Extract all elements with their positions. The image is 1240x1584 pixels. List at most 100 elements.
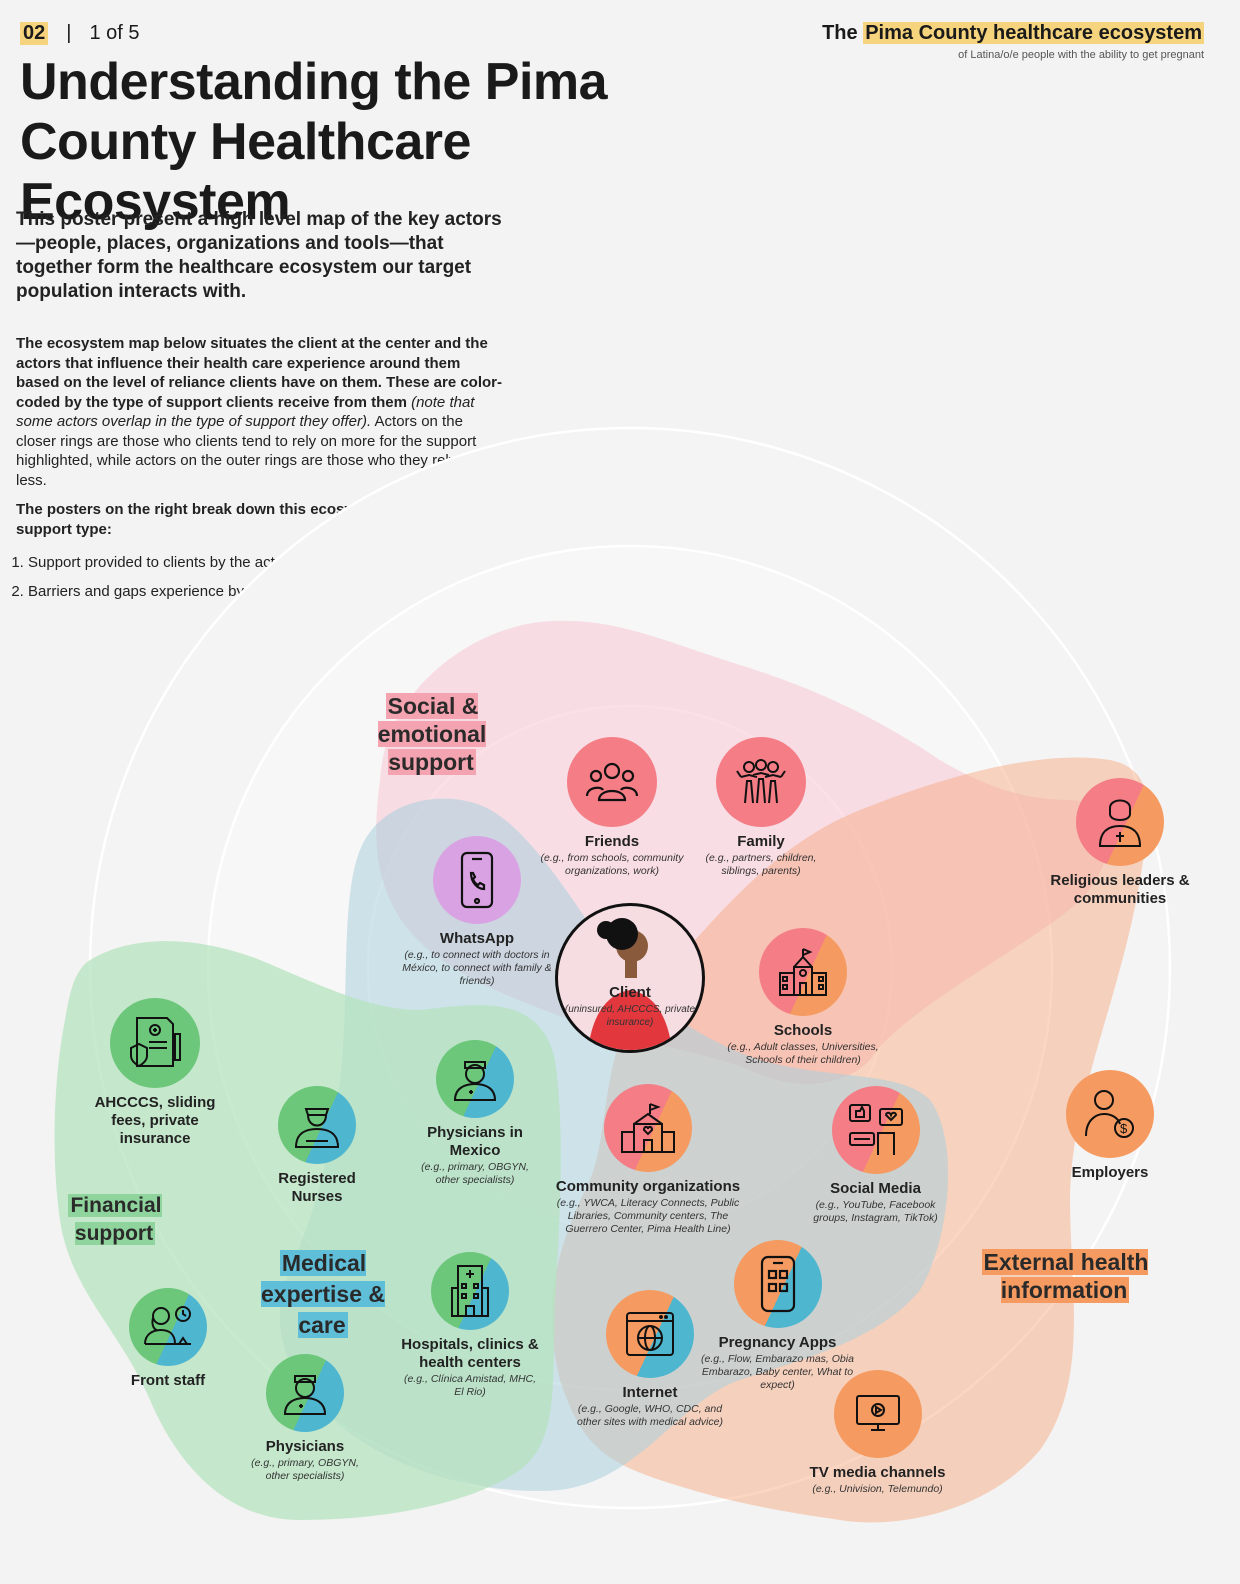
social-media-icon bbox=[848, 1104, 903, 1155]
category-external-label: External health information bbox=[981, 1249, 1149, 1303]
ahcccs-circle bbox=[110, 998, 200, 1088]
svg-text:$: $ bbox=[1120, 1121, 1128, 1136]
social-media-circle bbox=[831, 1086, 920, 1174]
actor-friends: Friends (e.g., from schools, community o… bbox=[537, 737, 687, 878]
client-node: Client (uninsured, AHCCCS, private insur… bbox=[555, 903, 705, 1059]
physicians-mx-name: Physicians in Mexico bbox=[427, 1124, 523, 1159]
page-of: 1 of 5 bbox=[89, 22, 140, 44]
actor-ahcccs: AHCCCS, sliding fees, private insurance bbox=[90, 998, 220, 1148]
category-medical: Medical expertise & care bbox=[234, 1248, 412, 1341]
category-social-label: Social & emotional support bbox=[377, 693, 487, 775]
family-detail: (e.g., partners, children, siblings, par… bbox=[705, 852, 817, 877]
actor-religious: Religious leaders & communities bbox=[1040, 778, 1200, 908]
friends-name: Friends bbox=[584, 833, 640, 850]
body-bold: The ecosystem map below situates the cli… bbox=[16, 335, 502, 411]
family-circle bbox=[716, 737, 806, 827]
series-title: The Pima County healthcare ecosystem of … bbox=[822, 22, 1204, 61]
category-social: Social & emotional support bbox=[372, 692, 492, 776]
family-icon bbox=[736, 759, 786, 804]
internet-circle bbox=[606, 1290, 694, 1378]
priest-icon bbox=[1098, 799, 1142, 847]
insurance-document-icon bbox=[130, 1017, 181, 1068]
front-staff-circle bbox=[129, 1288, 207, 1366]
social-media-name: Social Media bbox=[830, 1180, 921, 1197]
hospitals-detail: (e.g., Clínica Amistad, MHC, El Rio) bbox=[403, 1373, 537, 1398]
ahcccs-name: AHCCCS, sliding fees, private insurance bbox=[94, 1094, 216, 1147]
series-title-prefix: The bbox=[822, 22, 858, 44]
page-title: Understanding the Pima County Healthcare… bbox=[20, 53, 608, 231]
actor-physicians-mx: Physicians in Mexico (e.g., primary, OBG… bbox=[410, 1040, 540, 1187]
client-circle: Client (uninsured, AHCCCS, private insur… bbox=[555, 903, 705, 1053]
phone-icon bbox=[460, 851, 494, 909]
body-plain: Actors on the closer rings are those who… bbox=[16, 413, 478, 489]
globe-browser-icon bbox=[626, 1312, 674, 1356]
client-name: Client bbox=[609, 984, 651, 1001]
whatsapp-detail: (e.g., to connect with doctors in México… bbox=[402, 949, 552, 987]
employer-icon: $ bbox=[1085, 1090, 1134, 1138]
tv-circle bbox=[833, 1370, 922, 1458]
physicians-circle bbox=[266, 1354, 344, 1432]
nurses-circle bbox=[278, 1086, 356, 1164]
client-person-icon bbox=[588, 918, 672, 1050]
actor-internet: Internet (e.g., Google, WHO, CDC, and ot… bbox=[575, 1290, 725, 1429]
actor-employers: $ Employers bbox=[1040, 1070, 1180, 1182]
nurse-icon bbox=[294, 1108, 340, 1148]
community-building-icon bbox=[621, 1103, 675, 1153]
employers-circle: $ bbox=[1066, 1070, 1154, 1158]
actor-front-staff: Front staff bbox=[118, 1288, 218, 1390]
whatsapp-name: WhatsApp bbox=[439, 930, 515, 947]
receptionist-icon bbox=[144, 1306, 191, 1345]
page-number: 02 bbox=[20, 22, 49, 45]
separator: | bbox=[66, 22, 72, 44]
doctor-icon bbox=[453, 1061, 497, 1101]
people-group-icon bbox=[585, 762, 639, 802]
category-medical-label: Medical expertise & care bbox=[260, 1250, 385, 1338]
physicians-mx-circle bbox=[436, 1040, 514, 1118]
actor-hospitals: Hospitals, clinics & health centers (e.g… bbox=[400, 1252, 540, 1399]
tv-name: TV media channels bbox=[809, 1464, 946, 1481]
body-italic: (note that some actors overlap in the ty… bbox=[16, 393, 475, 431]
community-name: Community organizations bbox=[555, 1178, 741, 1195]
school-icon bbox=[779, 948, 827, 996]
financial-support-region bbox=[54, 941, 561, 1520]
physicians-mx-detail: (e.g., primary, OBGYN, other specialists… bbox=[421, 1161, 529, 1186]
physicians-detail: (e.g., primary, OBGYN, other specialists… bbox=[251, 1457, 359, 1482]
physicians-name: Physicians bbox=[265, 1438, 345, 1455]
social-media-detail: (e.g., YouTube, Facebook groups, Instagr… bbox=[813, 1199, 938, 1224]
actor-social-media: Social Media (e.g., YouTube, Facebook gr… bbox=[808, 1086, 943, 1225]
family-name: Family bbox=[737, 833, 785, 850]
doctor-icon bbox=[283, 1375, 327, 1415]
actor-whatsapp: WhatsApp (e.g., to connect with doctors … bbox=[402, 836, 552, 988]
internet-detail: (e.g., Google, WHO, CDC, and other sites… bbox=[577, 1403, 723, 1428]
actor-family: Family (e.g., partners, children, siblin… bbox=[686, 737, 836, 878]
intro-paragraph: This poster present a high level map of … bbox=[16, 209, 502, 302]
series-title-highlight: Pima County healthcare ecosystem bbox=[863, 22, 1204, 44]
page-indicator: 02 | 1 of 5 bbox=[20, 22, 140, 45]
actor-physicians: Physicians (e.g., primary, OBGYN, other … bbox=[240, 1354, 370, 1483]
category-external: External health information bbox=[980, 1248, 1150, 1304]
pregnancy-apps-circle bbox=[733, 1240, 822, 1328]
actor-pregnancy-apps: Pregnancy Apps (e.g., Flow, Embarazo mas… bbox=[700, 1240, 855, 1392]
hospitals-name: Hospitals, clinics & health centers bbox=[401, 1336, 539, 1371]
hospitals-circle bbox=[431, 1252, 509, 1330]
schools-detail: (e.g., Adult classes, Universities, Scho… bbox=[727, 1041, 879, 1066]
community-detail: (e.g., YWCA, Literacy Connects, Public L… bbox=[556, 1197, 740, 1235]
nurses-name: Registered Nurses bbox=[278, 1170, 356, 1205]
body-paragraph: The ecosystem map below situates the cli… bbox=[16, 334, 506, 490]
religious-name: Religious leaders & communities bbox=[1050, 872, 1190, 907]
actor-nurses: Registered Nurses bbox=[262, 1086, 372, 1206]
front-staff-name: Front staff bbox=[130, 1372, 206, 1389]
hospital-icon bbox=[451, 1265, 489, 1317]
tv-detail: (e.g., Univision, Telemundo) bbox=[812, 1483, 943, 1495]
friends-detail: (e.g., from schools, community organizat… bbox=[540, 852, 684, 877]
schools-name: Schools bbox=[773, 1022, 833, 1039]
religious-circle bbox=[1076, 778, 1164, 866]
tv-icon bbox=[855, 1395, 900, 1431]
mobile-app-icon bbox=[760, 1255, 795, 1313]
client-detail: (uninsured, AHCCCS, private insurance) bbox=[564, 1004, 696, 1028]
whatsapp-circle bbox=[433, 836, 521, 924]
community-circle bbox=[604, 1084, 692, 1172]
actor-tv: TV media channels (e.g., Univision, Tele… bbox=[800, 1370, 955, 1496]
actor-community: Community organizations (e.g., YWCA, Lit… bbox=[548, 1084, 748, 1236]
schools-circle bbox=[759, 928, 847, 1016]
